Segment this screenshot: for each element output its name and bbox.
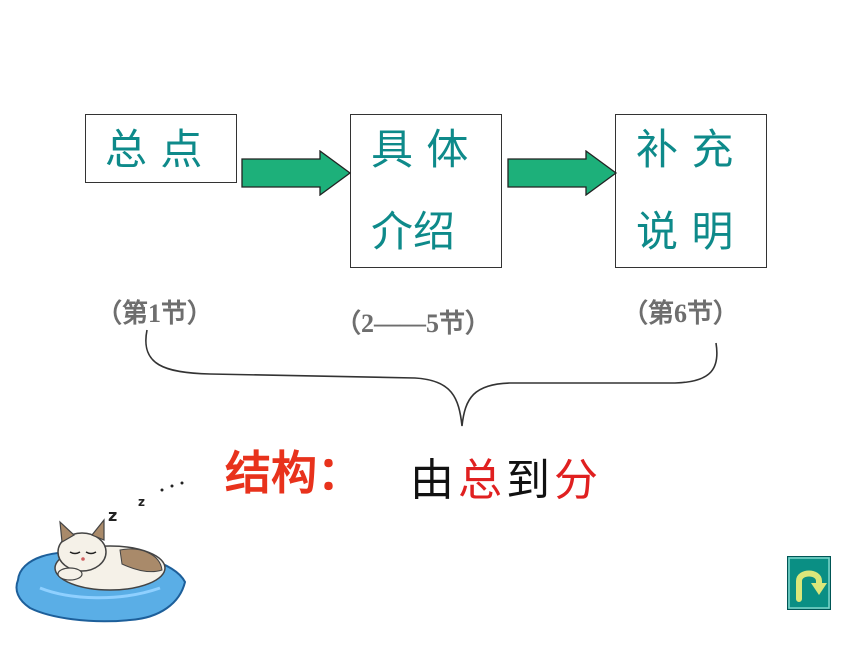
cat-patch: [119, 548, 163, 573]
sleep-dot-2: [170, 484, 174, 488]
structure-char-2: 总: [458, 455, 502, 506]
arrow-1-shape: [241, 150, 352, 196]
step-1-line-1: 总 点: [105, 125, 203, 174]
cat-eye-left: [69, 551, 81, 555]
structure-value: 由总到分: [410, 444, 602, 508]
u-turn-arrow-icon: [788, 557, 830, 609]
back-button[interactable]: [787, 556, 831, 610]
arrow-1: [241, 150, 352, 196]
sleeping-cat-icon: z z: [15, 481, 187, 623]
structure-char-3: 到: [506, 455, 550, 506]
step-3-line-2: 说 明: [636, 207, 734, 256]
step-box-3: 补 充 说 明: [615, 114, 767, 268]
paragraph-label-1: （第1节）: [96, 299, 214, 328]
structure-char-1: 由: [410, 455, 454, 506]
step-box-1: 总 点: [85, 114, 237, 183]
sleep-z-large: z: [108, 506, 117, 525]
cat-eye-right: [85, 551, 97, 555]
arrow-2-shape: [507, 150, 618, 196]
cat-ear-right: [91, 518, 105, 541]
arrow-2: [507, 150, 618, 196]
paragraph-label-2: （2——5节）: [335, 309, 492, 338]
step-2-line-1: 具 体: [371, 125, 469, 174]
structure-label: 结构：: [225, 446, 363, 500]
cushion-highlight: [39, 586, 161, 600]
step-2-line-2: 介绍: [371, 207, 456, 256]
step-3-line-1: 补 充: [636, 125, 734, 174]
curly-brace-path: [145, 329, 718, 427]
sleep-dot-3: [180, 481, 184, 485]
cat-nose: [81, 557, 85, 561]
cat-ear-left: [59, 520, 76, 543]
sleep-dot-1: [160, 488, 164, 492]
cat-head: [57, 532, 107, 572]
step-box-2: 具 体 介绍: [350, 114, 502, 268]
cat-paw: [57, 567, 83, 581]
structure-char-4: 分: [554, 455, 598, 506]
paragraph-label-3: （第6节）: [622, 299, 740, 328]
sleep-z-small: z: [138, 495, 145, 509]
